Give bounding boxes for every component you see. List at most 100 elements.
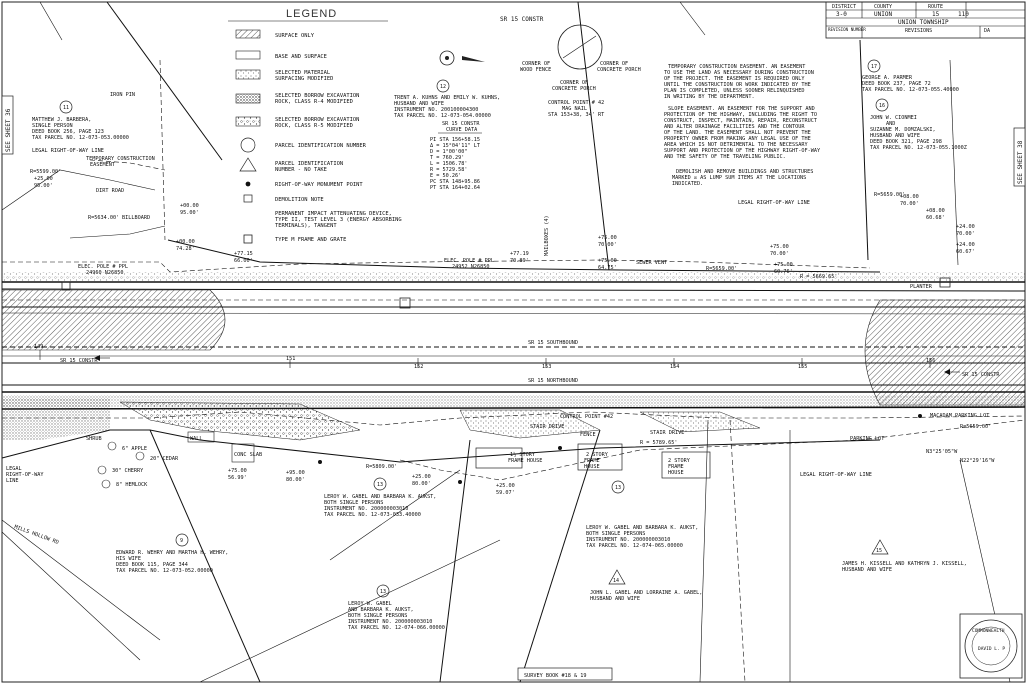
parcel-12: 12 TRENT A. KUHNS AND EMILY W. KUHNS, HU… (394, 79, 500, 119)
title-header-route: ROUTE (928, 4, 943, 10)
offset-9a: +75.00 (774, 262, 793, 268)
offset-8b: 70.00' (770, 251, 789, 257)
slope-easement-note-5: OF THE LAND. THE EASEMENT SHALL NOT PREV… (664, 130, 811, 136)
road-marker-2 (399, 297, 411, 309)
roadway: 149 151 152 153 154 155 156 SR 15 SOUTHB… (1, 239, 1026, 463)
easement-notes: TEMPORARY CONSTRUCTION EASEMENT. AN EASE… (664, 64, 821, 187)
temp-constr-easement: TEMPORARY CONSTRUCTION (86, 156, 155, 162)
frame-house-15-label: 1½ STORY (510, 451, 536, 458)
legend-monument-icon (245, 181, 251, 187)
parcel-17-line2: DEED BOOK 237, PAGE 72 (862, 81, 931, 87)
legend-item-r4: SELECTED BORROW EXCAVATION (275, 93, 359, 99)
r-5599-label: R=5599.00' (30, 169, 61, 175)
parcel-11-line2: SINGLE PERSON (32, 123, 73, 129)
parcel-13c-line2: AND BARBARA K. AUKST, (348, 607, 414, 613)
parcel-13-c: 13 LEROY W. GABEL AND BARBARA K. AUKST, … (348, 584, 445, 631)
legend: LEGEND SURFACE ONLY BASE AND SURFACE SEL… (228, 8, 402, 244)
control-point-42-note: CONTROL POINT # 42 MAG NAIL STA 153+38, … (548, 100, 604, 118)
curve-l: L = 1506.78' (430, 161, 467, 167)
parcel-9-line4: TAX PARCEL NO. 12-073-052.00000 (116, 568, 213, 574)
survey-book: SURVEY BOOK #18 & 19 (517, 667, 613, 681)
slope-easement-note-2: PROTECTION OF THE HIGHWAY, INCLUDING THE… (664, 112, 817, 118)
offset-16b: 59.07' (496, 490, 515, 496)
parcel-12-line3: INSTRUMENT NO. 200100004300 (394, 107, 478, 113)
offset-4a: +77.15 (234, 251, 253, 257)
curve-r: R = 5729.58' (430, 167, 467, 173)
parcel-13b-line4: TAX PARCEL NO. 12-074-065.00000 (586, 543, 683, 549)
legend-no-take-icon (239, 157, 257, 172)
slope-easement-note-3: CONSTRUCT, INSPECT, MAINTAIN, REPAIR, RE… (664, 118, 817, 124)
temp-easement-note-2: TO USE THE LAND AS NECESSARY DURING CONS… (664, 70, 814, 76)
misc-labels: LEGAL RIGHT-OF-WAY LINE TEMPORARY CONSTR… (6, 92, 995, 546)
parcel-14-line2: HUSBAND AND WIFE (590, 596, 640, 602)
elec-pole-2: ELEC. POLE # PPL (444, 258, 494, 264)
offset-group-4: +77.15 66.00' (234, 251, 253, 264)
demolish-note-1: DEMOLISH AND REMOVE BUILDINGS AND STRUCT… (676, 169, 813, 175)
legend-item-attenuator: PERMANENT IMPACT ATTENUATING DEVICE, (275, 211, 392, 217)
parcel-16-line5: DEED BOOK 321, PAGE 298 (870, 139, 942, 145)
r-5659b-label: R=5659.00' (874, 192, 905, 198)
offset-group-10: +08.00 70.00' (900, 194, 919, 207)
parcel-11-line4: TAX PARCEL NO. 12-073-053.00000 (32, 135, 129, 141)
south-side-features (2, 398, 922, 489)
frame-house-2-label-3: HOUSE (584, 464, 600, 470)
see-sheet-36-label: SEE SHEET 36 (5, 108, 12, 152)
title-header-district: DISTRICT (832, 4, 856, 10)
offset-group-6: +75.00 70.00' (598, 235, 617, 248)
parcel-16-line3: SUZANNE M. DOMZALSKI, (870, 127, 936, 133)
offset-4b: 66.00' (234, 258, 253, 264)
offset-group-12: +24.00 70.00' (956, 224, 975, 237)
offset-group-11: +08.00 60.68' (926, 208, 945, 221)
legend-item-frame-grate: TYPE M FRAME AND GRATE (275, 237, 346, 243)
offset-5a: +77.19 (510, 251, 529, 257)
station-154: 154 (670, 364, 679, 370)
slope-easement-note-6: PROPERTY OWNER FROM MAKING ANY LEGAL USE… (664, 136, 811, 142)
parcel-17-line3: TAX PARCEL NO. 12-073-055.40000 (862, 87, 959, 93)
parcel-9-line3: DEED BOOK 115, PAGE 344 (116, 562, 188, 568)
sheet-edge-right: SEE SHEET 38 (1013, 127, 1026, 187)
parcel-16-line1: JOHN W. CIONMEI (870, 115, 917, 121)
slope-easement-note-4: AND ALTER DRAINAGE FACILITIES AND THE CO… (664, 124, 805, 130)
slope-easement-note-1: SLOPE EASEMENT. AN EASEMENT FOR THE SUPP… (668, 106, 815, 112)
legend-demolition-icon (243, 194, 253, 203)
offset-group-17: +75.00 56.99' (228, 468, 247, 481)
control-point-line2: MAG NAIL (562, 106, 587, 112)
parcel-9-line2: HIS WIFE (116, 556, 141, 562)
bearing-1: N3°25'05"W (926, 449, 958, 455)
road-marker-1 (61, 281, 71, 291)
offset-16a: +25.00 (496, 483, 515, 489)
parcel-13c-line1: LEROY W. GABEL (348, 601, 392, 607)
title-revision-number: REVISION NUMBER (828, 27, 866, 32)
road-surface-left-hatch (1, 289, 226, 351)
station-149: 149 (34, 344, 43, 350)
parcel-11-line1: MATTHEW J. BARBERA, (32, 117, 91, 123)
parcel-9: 9 EDWARD R. WEHRY AND MARTHA H. WEHRY, H… (116, 533, 228, 574)
control-point-line1: CONTROL POINT # 42 (548, 100, 604, 106)
curve-pt: PT STA 164+02.64 (430, 185, 480, 191)
parcel-14-number: 14 (613, 578, 619, 584)
mailboxes-label: MAILBOXES (4) (544, 215, 550, 256)
conc-slab-label: CONC SLAB (234, 452, 262, 458)
legend-swatch-r4 (235, 93, 261, 104)
legal-row-left: LEGAL RIGHT-OF-WAY LINE (32, 148, 104, 154)
legend-item-no-take: PARCEL IDENTIFICATION (275, 161, 343, 167)
parcel-13a-line2: BOTH SINGLE PERSONS (324, 500, 383, 506)
temp-constr-easement-2: EASEMENT (90, 162, 115, 168)
wall-label: WALL (190, 436, 203, 442)
parcel-16-number: 16 (879, 103, 885, 109)
corner-concrete-porch-b2: CONCRETE PORCH (552, 86, 596, 92)
title-extra-value: 110 (958, 11, 969, 18)
cherry-label: 30" CHERRY (112, 468, 144, 474)
legend-item-attenuator-3: TERMINALS), TANGENT (275, 223, 337, 229)
fence-label: FENCE (580, 432, 596, 438)
hemlock-label: 8" HEMLOCK (116, 482, 148, 488)
title-route-value: 15 (932, 11, 940, 18)
corner-wood-fence: CORNER OF (522, 61, 550, 67)
south-stipple-area-2 (459, 409, 601, 439)
title-block: DISTRICT COUNTY ROUTE 3-0 UNION 15 110 U… (825, 1, 1026, 39)
apple-label: 6" APPLE (122, 446, 147, 452)
offset-17b: 56.99' (228, 475, 247, 481)
title-revisions: REVISIONS (905, 28, 932, 34)
parcel-13b-line1: LEROY W. GABEL AND BARBARA K. AUKST, (586, 525, 698, 531)
offset-group-2: +00.00 95.00' (180, 203, 199, 216)
